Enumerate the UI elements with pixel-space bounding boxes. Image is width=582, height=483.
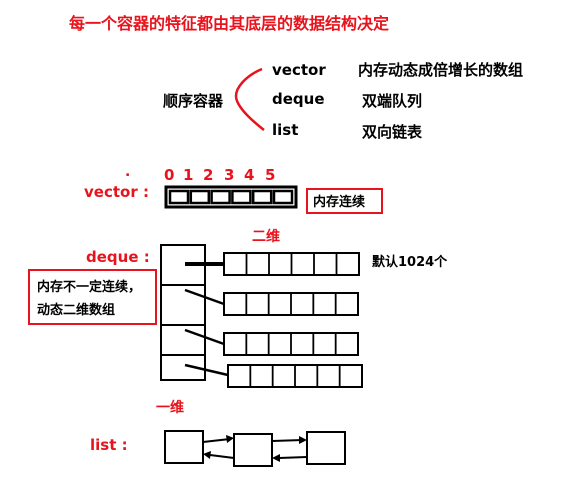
deque-pointer — [184, 288, 225, 306]
vector-cell — [272, 189, 294, 205]
vector-cell — [210, 189, 231, 205]
deque-label: deque : — [86, 248, 150, 266]
list-links — [202, 435, 308, 462]
arrowhead — [203, 451, 211, 459]
item-desc-vector: 内存动态成倍增长的数组 — [358, 61, 523, 79]
list-link-forward — [202, 438, 231, 443]
item-name-vector: vector — [272, 61, 326, 79]
arrowhead — [272, 454, 280, 462]
list-link-back — [209, 454, 235, 459]
deque-pointer — [184, 328, 225, 346]
deque-map-cell — [160, 324, 206, 356]
vector-index: 5 — [265, 166, 275, 184]
vector-indices: 0 1 2 3 4 5 — [164, 166, 275, 184]
deque-note-line1: 内存不一定连续， — [37, 279, 141, 295]
deque-pointers — [184, 262, 229, 377]
vector-index: 1 — [183, 166, 193, 184]
vector-index: 0 — [164, 166, 174, 184]
list-label: list : — [90, 436, 128, 454]
deque-map-cell — [160, 284, 206, 326]
deque-blocks — [223, 252, 363, 388]
vector-dot: . — [125, 164, 130, 180]
arrowhead — [299, 436, 307, 444]
one-dim-label: 一维 — [156, 399, 184, 416]
list-nodes — [164, 430, 346, 467]
vector-cells — [168, 189, 294, 205]
list-node — [306, 431, 346, 465]
item-desc-deque: 双端队列 — [362, 92, 422, 110]
vector-index: 3 — [224, 166, 234, 184]
deque-note-box — [28, 269, 157, 325]
default-size-label: 默认1024个 — [372, 254, 448, 270]
vector-index: 2 — [203, 166, 213, 184]
list-node — [164, 430, 204, 464]
vector-note: 内存连续 — [313, 194, 365, 210]
page-title: 每一个容器的特征都由其底层的数据结构决定 — [69, 14, 389, 33]
item-desc-list: 双向链表 — [362, 123, 423, 141]
vector-cell — [168, 189, 190, 205]
bracket-curve — [234, 67, 265, 131]
deque-pointer — [184, 363, 229, 377]
arrowhead — [226, 435, 234, 443]
vector-index: 4 — [244, 166, 254, 184]
two-dim-label: 二维 — [252, 228, 280, 245]
vector-cell — [231, 189, 252, 205]
vector-cell — [251, 189, 273, 205]
item-name-list: list — [272, 121, 298, 139]
vector-note-box — [306, 188, 383, 214]
list-link-back — [278, 456, 308, 459]
sequence-container-label: 顺序容器 — [163, 92, 224, 110]
deque-note-line2: 动态二维数组 — [37, 302, 115, 318]
list-link-forward — [271, 439, 304, 442]
item-name-deque: deque — [272, 90, 325, 108]
vector-label: vector : — [84, 183, 149, 201]
vector-cell — [189, 189, 211, 205]
list-node — [233, 433, 273, 467]
